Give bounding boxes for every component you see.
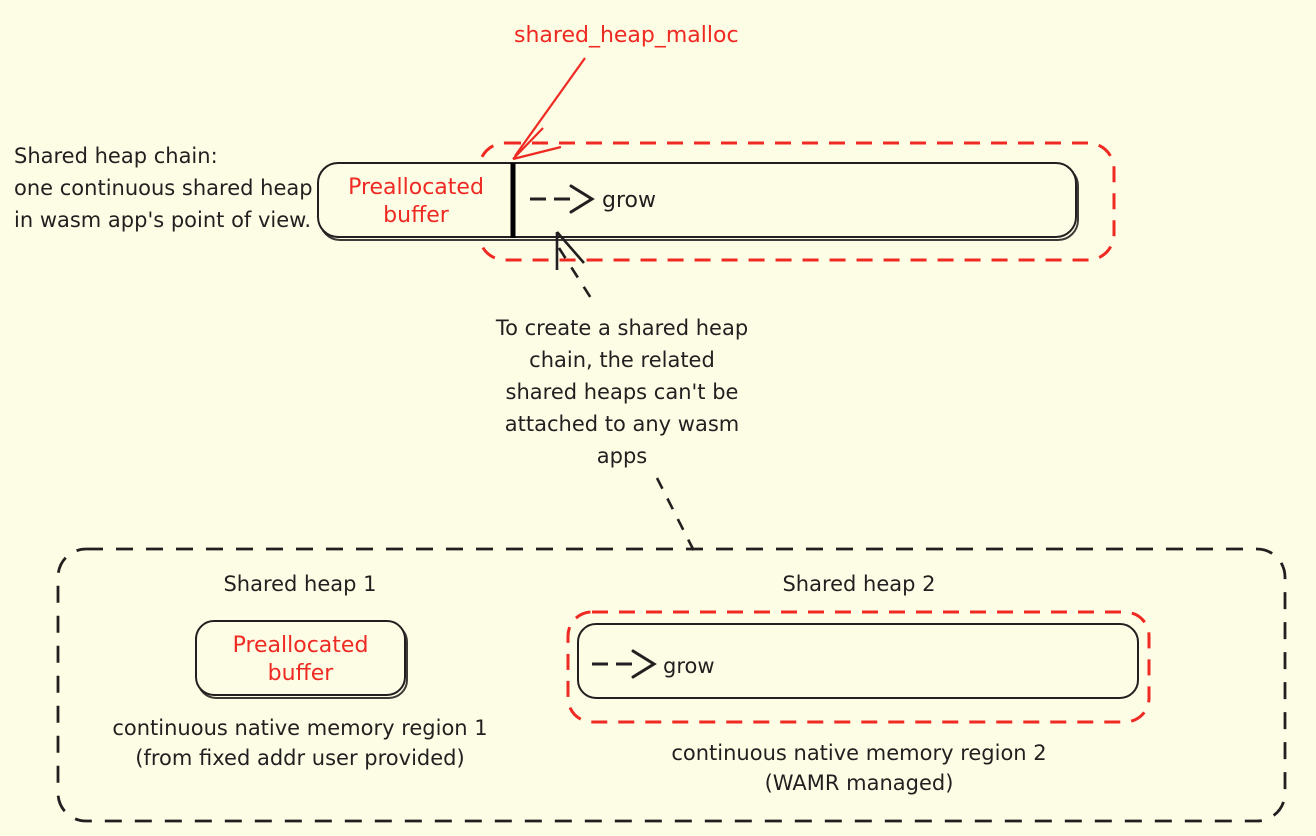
heap2-caption-line-1: continuous native memory region 2 xyxy=(671,741,1047,765)
heap1-title: Shared heap 1 xyxy=(223,572,377,596)
note-leader-arrowhead xyxy=(555,231,585,270)
heap2-growable-box xyxy=(577,623,1139,699)
shared-heap-malloc-label: shared_heap_malloc xyxy=(514,23,739,48)
shared-heap-malloc-arrowhead xyxy=(512,127,562,161)
top-preallocated-buffer-label-line-1: Preallocated xyxy=(348,175,484,200)
heap1-buffer-label-line-1: Preallocated xyxy=(232,633,369,658)
top-grow-label: grow xyxy=(602,188,656,213)
left-caption-line-2: one continuous shared heap xyxy=(14,176,313,200)
heap2-caption-line-2: (WAMR managed) xyxy=(764,771,954,795)
top-grow-arrow-head xyxy=(569,184,595,214)
shared-heap-malloc-leader-line xyxy=(514,57,586,157)
middle-note-line-2: chain, the related xyxy=(529,348,715,372)
heap2-title: Shared heap 2 xyxy=(782,572,936,596)
heap2-grow-label: grow xyxy=(663,654,715,678)
note-leader-dashed-line xyxy=(557,247,598,307)
heap2-grow-arrow-head xyxy=(631,649,657,679)
middle-note-line-5: apps xyxy=(596,444,648,468)
left-caption-line-1: Shared heap chain: xyxy=(14,144,218,168)
heap1-caption-line-2: (from fixed addr user provided) xyxy=(135,746,465,770)
top-preallocated-buffer-label-line-2: buffer xyxy=(383,203,449,228)
middle-note-line-4: attached to any wasm xyxy=(504,412,740,436)
left-caption-line-3: in wasm app's point of view. xyxy=(14,208,312,232)
middle-note-line-1: To create a shared heap xyxy=(495,316,749,340)
heap2-red-dashed-region xyxy=(566,610,1151,724)
note-to-container-dashed-line xyxy=(655,477,696,552)
middle-note-line-3: shared heaps can't be xyxy=(505,380,739,404)
heap1-buffer-label-line-2: buffer xyxy=(267,661,334,686)
heap1-caption-line-1: continuous native memory region 1 xyxy=(112,716,488,740)
top-red-dashed-region xyxy=(477,141,1116,262)
